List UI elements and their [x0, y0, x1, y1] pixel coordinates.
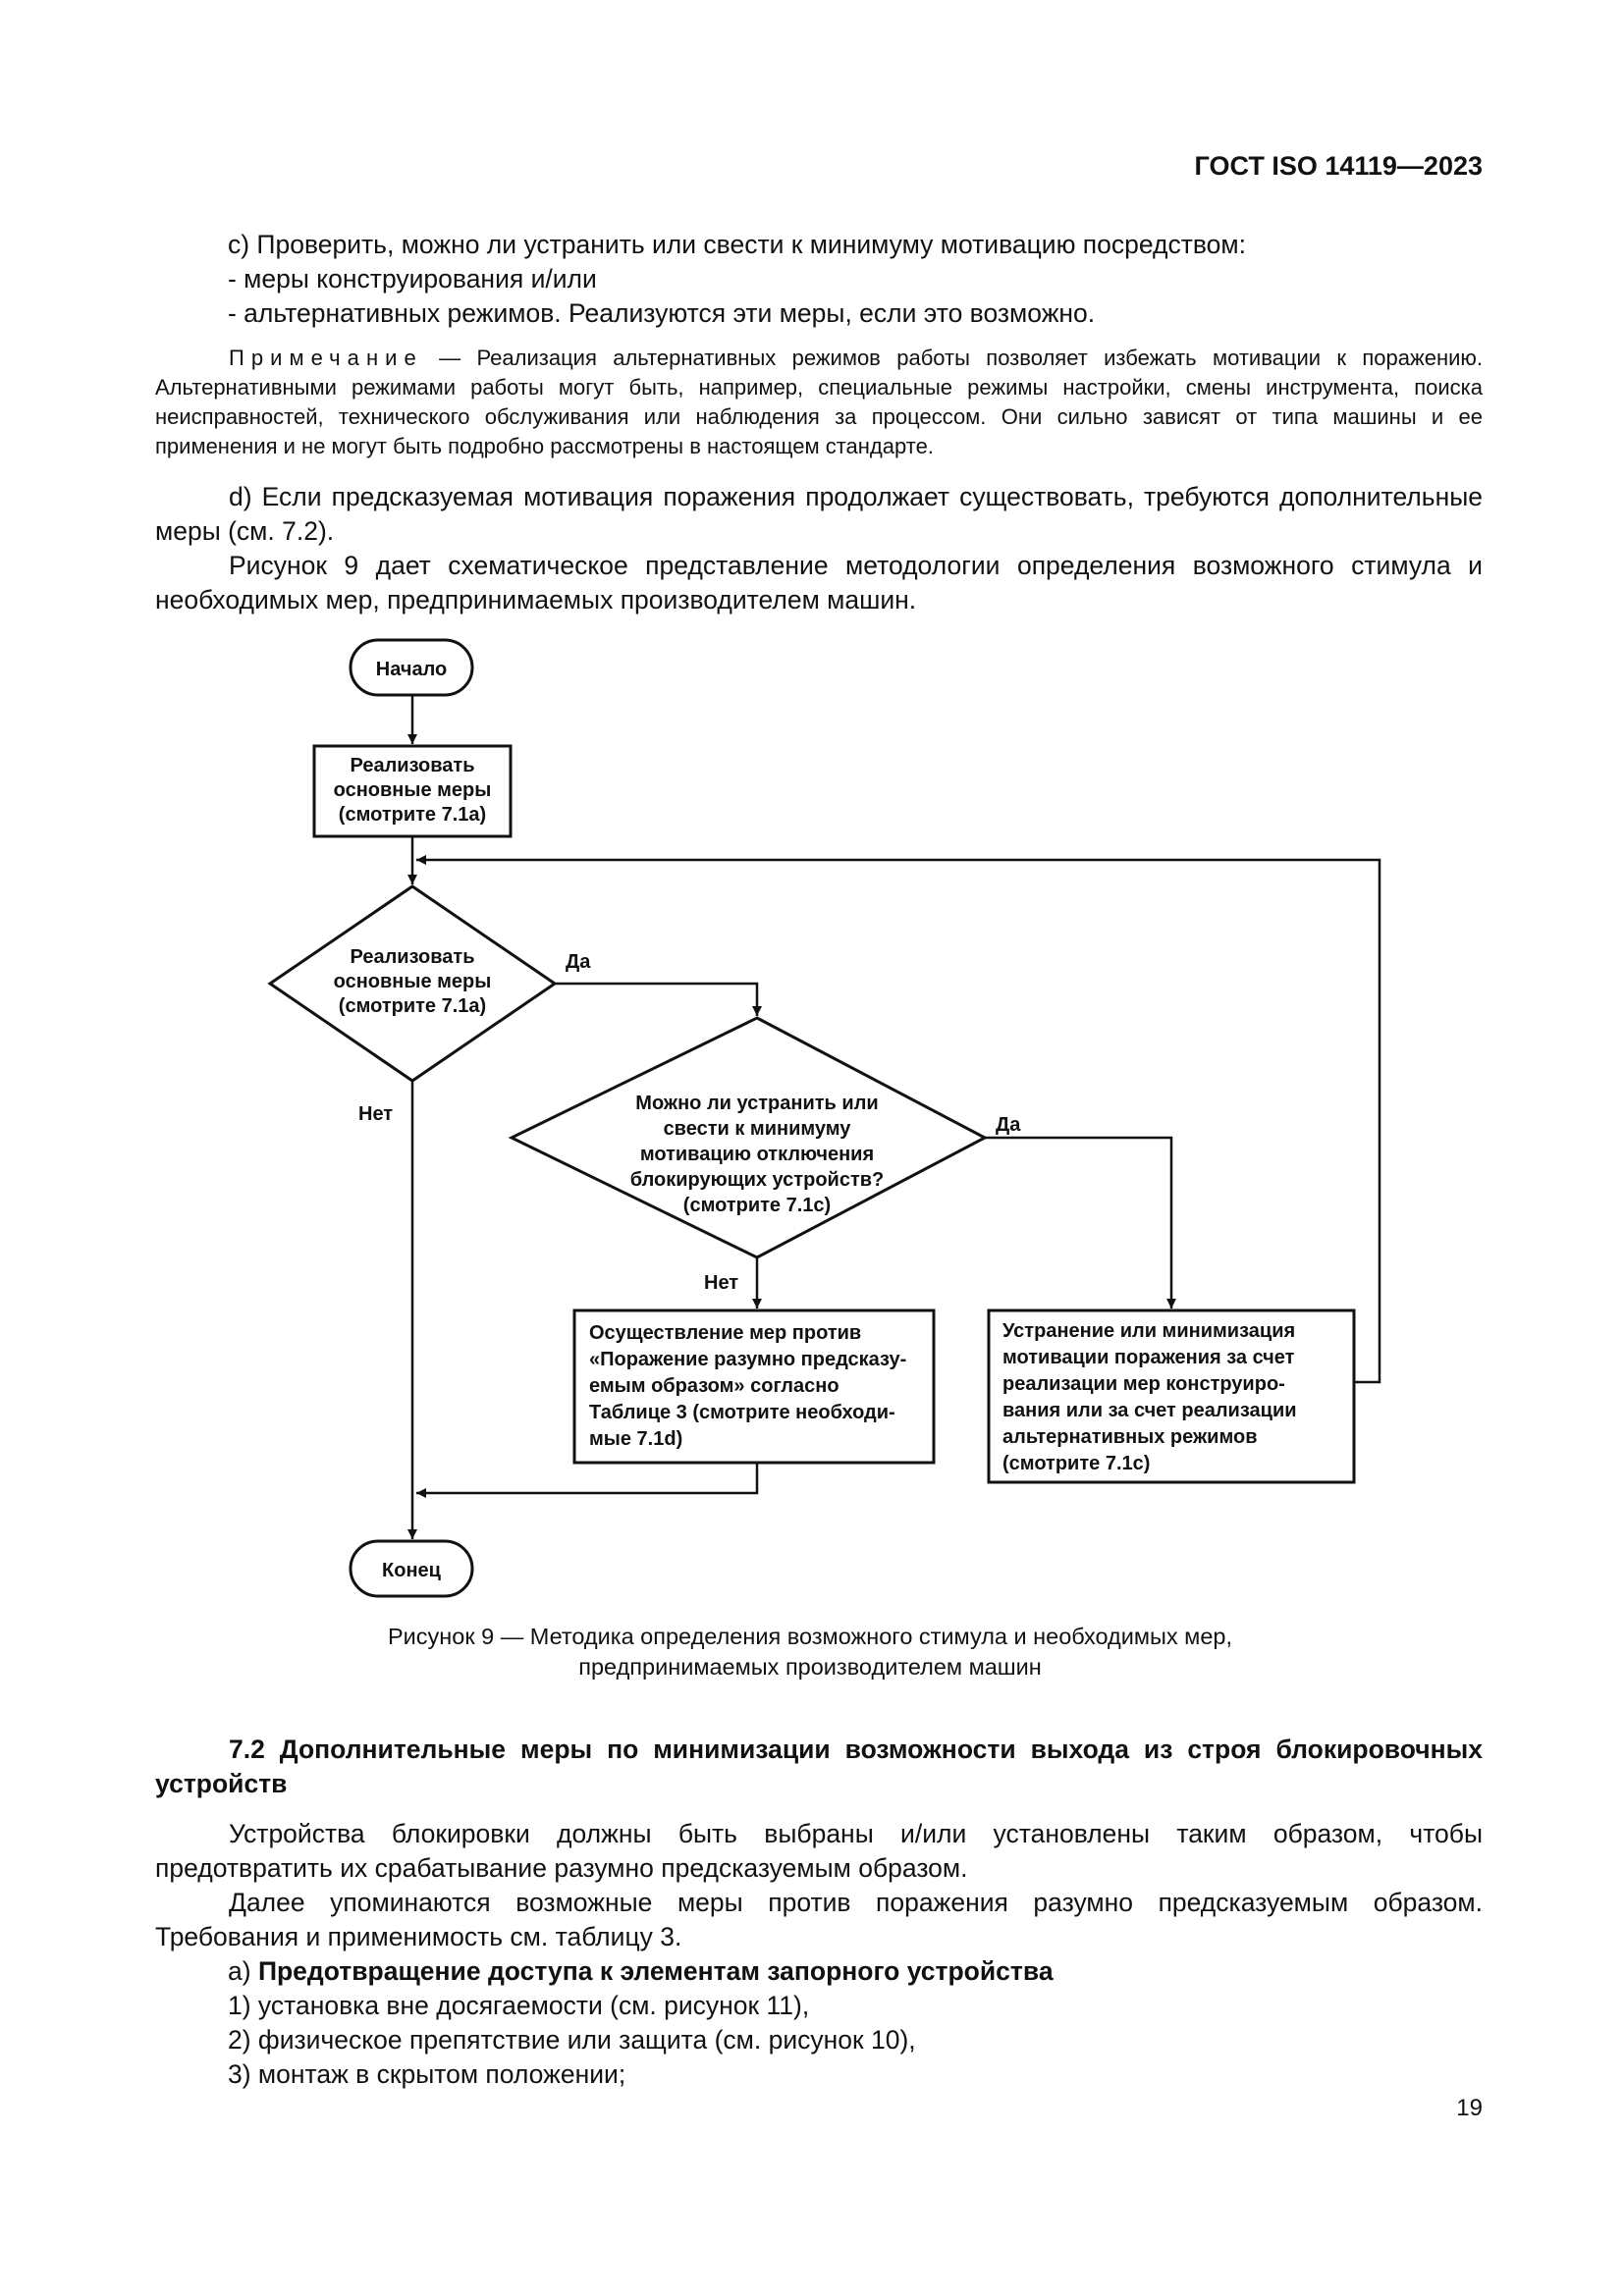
no-label-2: Нет — [704, 1272, 738, 1294]
diamond2-line-1: Можно ли устранить или — [635, 1093, 878, 1114]
diamond2-line-5: (смотрите 7.1с) — [683, 1195, 831, 1216]
dash-item-1: - меры конструирования и/или — [228, 264, 597, 294]
diamond2-line-2: свести к минимуму — [664, 1118, 852, 1140]
box1-line-2: основные меры — [334, 779, 492, 801]
note-label: Примечание — [229, 346, 423, 370]
diamond1-line-3: (смотрите 7.1а) — [339, 995, 486, 1017]
item-a-title: Предотвращение доступа к элементам запор… — [257, 1956, 1054, 1986]
section-heading: 7.2 Дополнительные меры по минимизации в… — [155, 1735, 1483, 1798]
diamond1-line-2: основные меры — [334, 971, 492, 992]
figure-caption-line-2: предпринимаемых производителем машин — [578, 1654, 1042, 1680]
flowchart-figure-9: Начало Реализовать основные меры (смотри… — [267, 638, 1381, 1598]
list-item-3: 3) монтаж в скрытом положении; — [228, 2059, 626, 2089]
item-d: d) Если предсказуемая мотивация поражени… — [155, 482, 1483, 546]
page-number: 19 — [1456, 2095, 1483, 2121]
item-a-prefix: а) — [228, 1956, 258, 1986]
list-item-1: 1) установка вне досягаемости (см. рисун… — [228, 1991, 810, 2020]
section-para-2: Далее упоминаются возможные меры против … — [155, 1888, 1483, 1951]
box-right-line-4: вания или за счет реализации — [1002, 1400, 1297, 1421]
end-label: Конец — [382, 1560, 442, 1581]
box-left-line-4: Таблице 3 (смотрите необходи- — [589, 1402, 895, 1423]
dash-item-2: - альтернативных режимов. Реализуются эт… — [228, 298, 1096, 328]
box1-line-1: Реализовать — [351, 755, 475, 776]
box-right-line-6: (смотрите 7.1с) — [1002, 1453, 1150, 1474]
document-number: ГОСТ ISO 14119—2023 — [1194, 151, 1483, 181]
item-c: c) Проверить, можно ли устранить или све… — [228, 230, 1246, 259]
figure-reference-paragraph: Рисунок 9 дает схематическое представлен… — [155, 551, 1483, 614]
list-item-2: 2) физическое препятствие или защита (см… — [228, 2025, 916, 2055]
start-label: Начало — [376, 659, 447, 680]
box-right-line-2: мотивации поражения за счет — [1002, 1347, 1295, 1368]
box1-line-3: (смотрите 7.1а) — [339, 804, 486, 826]
note-paragraph: Примечание — Реализация альтернативных р… — [155, 344, 1483, 461]
diamond2-line-3: мотивацию отключения — [640, 1144, 874, 1165]
box-left-line-1: Осуществление мер против — [589, 1322, 861, 1344]
box-right-line-3: реализации мер конструиро- — [1002, 1373, 1285, 1395]
diamond2-line-4: блокирующих устройств? — [630, 1169, 885, 1191]
box-right-line-1: Устранение или минимизация — [1002, 1320, 1295, 1342]
note-text: — Реализация альтернативных режимов рабо… — [155, 346, 1483, 458]
diamond1-line-1: Реализовать — [351, 946, 475, 968]
box-right-line-5: альтернативных режимов — [1002, 1426, 1258, 1448]
item-a: а) Предотвращение доступа к элементам за… — [228, 1954, 1054, 1989]
box-left-line-5: мые 7.1d) — [589, 1428, 682, 1450]
box-left-line-2: «Поражение разумно предсказу- — [589, 1349, 906, 1370]
box-left-line-3: емым образом» согласно — [589, 1375, 839, 1397]
figure-caption-line-1: Рисунок 9 — Методика определения возможн… — [387, 1624, 1233, 1649]
end-terminal — [349, 1539, 474, 1598]
elimination-box — [987, 1308, 1356, 1484]
section-para-1: Устройства блокировки должны быть выбран… — [155, 1819, 1483, 1883]
countermeasures-box — [572, 1308, 936, 1465]
no-label-1: Нет — [358, 1103, 393, 1125]
yes-label-1: Да — [566, 951, 591, 973]
yes-label-2: Да — [996, 1114, 1021, 1136]
